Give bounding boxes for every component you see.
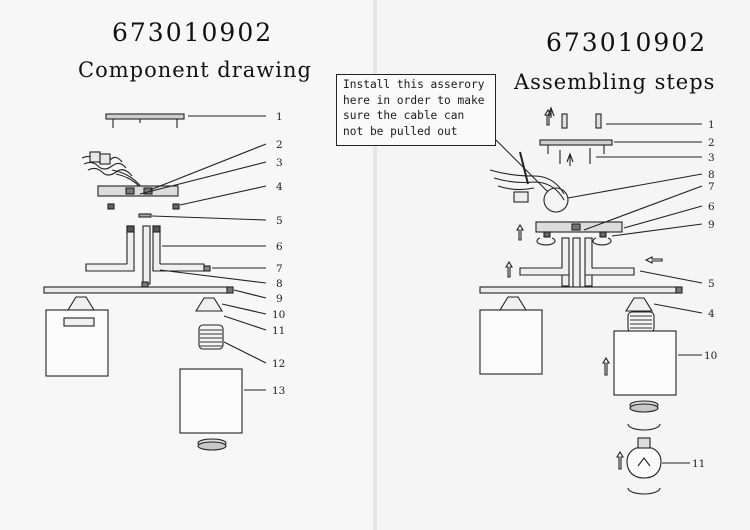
cable-clamp [543,187,569,213]
light-bulb [626,437,662,479]
callout-9: 9 [276,293,283,305]
wall-anchors [547,106,602,129]
cable-clamp-note: Install this asserory here in order to m… [336,74,496,146]
bracket-right [539,139,613,146]
left-callouts: 1 2 3 4 5 6 7 8 9 10 11 12 13 [272,111,285,397]
callout-4: 4 [276,181,283,193]
callout-6: 6 [276,241,283,253]
lamp-holder [195,297,223,312]
glass-shade [179,368,243,434]
component-drawing-title: Component drawing [78,58,312,82]
right-callout-1: 1 [708,119,715,131]
right-leader-lines [567,123,703,464]
canopy-plate [97,185,179,197]
nut [172,203,180,210]
right-callout-8: 8 [708,169,715,181]
left-arrow [644,256,663,264]
callout-13: 13 [272,385,285,397]
right-callout-9: 9 [708,219,715,231]
nut [107,203,115,210]
callout-1: 1 [276,111,283,123]
right-callout-4: 4 [708,308,715,320]
callout-5: 5 [276,215,283,227]
right-callout-7: 7 [708,181,715,193]
callout-2: 2 [276,139,283,151]
main-bar-right [479,286,677,294]
right-callout-5: 5 [708,278,715,290]
left-model-number: 673010902 [112,18,274,47]
mounting-bracket [105,113,185,128]
callout-3: 3 [276,157,283,169]
callout-12: 12 [272,358,285,370]
stem-tubes [126,225,161,285]
callout-7: 7 [276,263,283,275]
main-bar [43,286,229,294]
assembling-steps-title: Assembling steps [514,70,716,94]
right-model-number: 673010902 [546,28,708,57]
page-fold [373,0,377,530]
up-arrows [505,108,624,470]
callout-10: 10 [272,309,285,321]
glass-shade-right [613,330,677,396]
right-callout-10: 10 [704,350,717,362]
terminal-block [81,151,143,191]
callout-11: 11 [272,325,285,337]
callout-8: 8 [276,278,283,290]
right-callout-11: 11 [692,458,705,470]
right-callouts: 1 2 3 8 7 6 9 5 4 10 11 [692,119,717,470]
left-leader-lines [139,115,267,391]
right-callout-3: 3 [708,152,715,164]
right-callout-6: 6 [708,201,715,213]
right-callout-2: 2 [708,137,715,149]
